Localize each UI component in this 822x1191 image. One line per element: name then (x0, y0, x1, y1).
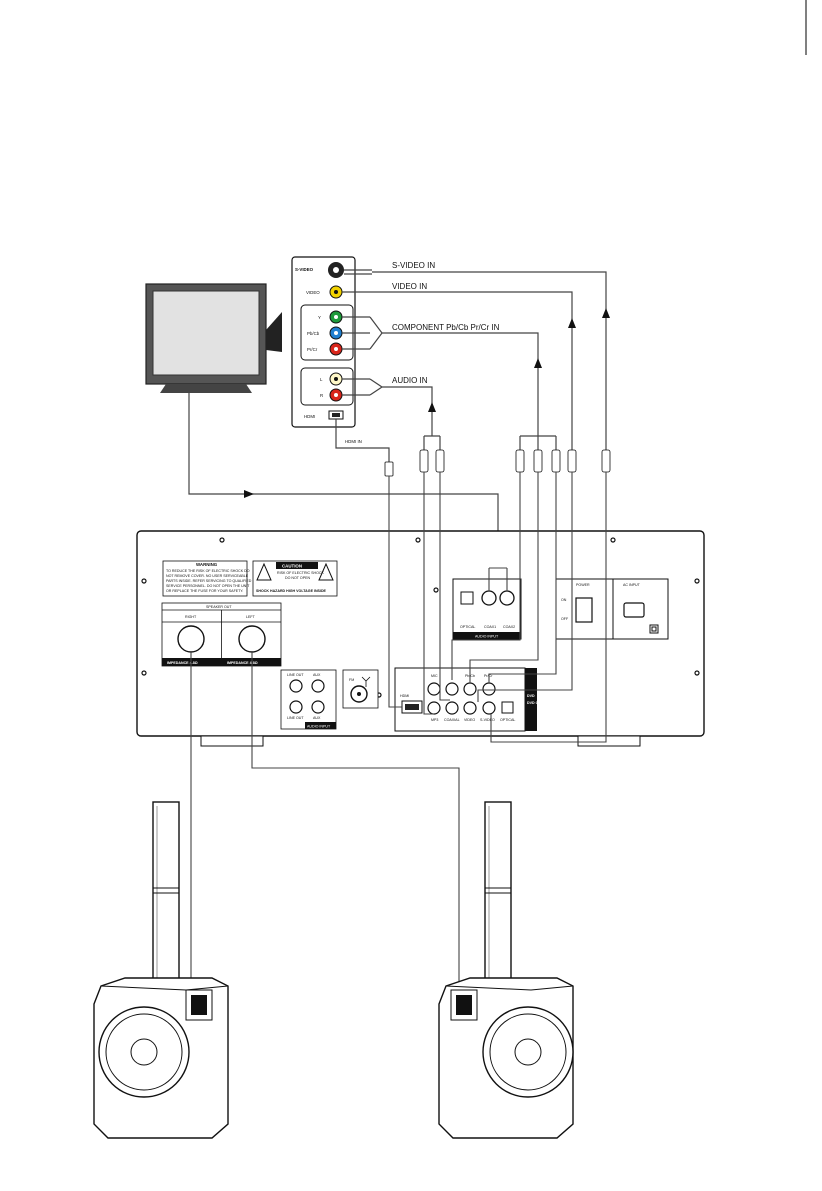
tv-r-label: R (320, 393, 323, 398)
warning-label (162, 560, 248, 597)
speaker-left-terminal (238, 625, 266, 653)
optical-dvd-port (501, 701, 514, 714)
antenna-icon (361, 676, 371, 687)
dvd-out-label: DVD OUT (527, 701, 544, 705)
tv-hdmi-label: HDMI (304, 414, 315, 419)
ac-socket (623, 602, 645, 618)
warning-line: OR REPLACE THE FUSE FOR YOUR SAFETY. (166, 589, 243, 593)
tv-y-label: Y (318, 315, 321, 320)
speaker-right-label: RIGHT (185, 615, 197, 619)
tv-pr-label: Pr/Cr (307, 347, 318, 352)
arrow-up-icon (602, 308, 610, 318)
speaker-left-unit (93, 801, 229, 1139)
optical-audio-port (460, 591, 474, 605)
hdmi-in-label: HDMI IN (345, 439, 362, 444)
tv-pb-label: Pb/Cb (307, 331, 320, 336)
coax2-label: COAX2 (503, 625, 515, 629)
tv-back-arrow-icon (266, 312, 282, 352)
warning-line: SERVICE PERSONNEL. DO NOT OPEN THE UNIT (166, 584, 250, 588)
coax1-label: COAX1 (484, 625, 496, 629)
coax1-jack (481, 590, 497, 606)
warning-title: WARNING (196, 562, 218, 567)
ac-input-label: AC INPUT (623, 583, 641, 587)
off-label: OFF (561, 617, 569, 621)
video-in-label: VIDEO IN (392, 282, 427, 291)
arrow-up-icon (534, 358, 542, 368)
speaker-right-terminal (177, 625, 205, 653)
component-in-label: COMPONENT Pb/Cb Pr/Cr IN (392, 323, 500, 332)
impedance-left: IMPEDANCE 4-8Ω (227, 661, 258, 665)
double-insulation-icon (649, 624, 659, 634)
signal-arrows (244, 308, 610, 498)
cable-plugs (384, 449, 611, 477)
svideo-port-label: S-VIDEO (480, 718, 495, 722)
mic-label: MIC (431, 674, 438, 678)
electric-hazard-icon (256, 562, 272, 581)
audio-in-label: AUDIO IN (392, 376, 428, 385)
receiver-cables (190, 472, 607, 985)
fm-label: FM (349, 678, 354, 682)
audio-input-left-label: AUDIO INPUT (307, 725, 331, 729)
exclamation-hazard-icon (318, 562, 334, 581)
coaxial-label: COAXIAL (444, 718, 460, 722)
hdmi-port-label: HDMI (400, 694, 409, 698)
arrow-up-icon (428, 402, 436, 412)
caution-title: CAUTION (282, 564, 302, 569)
line-out-aux-block (280, 669, 337, 730)
arrow-up-icon (568, 318, 576, 328)
line-out-top-label: LINE OUT (287, 673, 304, 677)
video-port-label: VIDEO (464, 718, 475, 722)
audio-input-right-label: AUDIO INPUT (475, 635, 499, 639)
caution-line: RISK OF ELECTRIC SHOCK (277, 571, 325, 575)
warning-line: NOT REMOVE COVER. NO USER SERVICEABLE (166, 574, 249, 578)
television (145, 283, 282, 393)
dvd-out-block (394, 667, 526, 732)
warning-line: PARTS INSIDE. REFER SERVICING TO QUALIFI… (166, 579, 252, 583)
on-label: ON (561, 598, 567, 602)
power-switch (575, 597, 593, 623)
line-out-bottom-label: LINE OUT (287, 716, 304, 720)
tv-video-label: VIDEO (306, 290, 320, 295)
mp3-label: MP3 (431, 718, 438, 722)
svideo-in-label: S-VIDEO IN (392, 261, 435, 270)
tv-l-label: L (320, 377, 323, 382)
speaker-left-label: LEFT (246, 615, 256, 619)
power-label: POWER (576, 583, 590, 587)
receiver-rear-panel: WARNING TO REDUCE THE RISK OF ELECTRIC S… (136, 530, 705, 747)
dvd-label: DVD (527, 694, 535, 698)
impedance-right: IMPEDANCE 4-8Ω (167, 661, 198, 665)
aux-top-label: AUX (313, 673, 321, 677)
tv-svideo-label: S-VIDEO (295, 267, 314, 272)
optical-audio-label: OPTICAL (460, 625, 475, 629)
aux-bottom-label: AUX (313, 716, 321, 720)
speaker-right-unit (438, 801, 574, 1139)
optical-dvd-label: OPTICAL (500, 718, 515, 722)
shock-hazard-text: SHOCK HAZARD HIGH VOLTAGE INSIDE (256, 589, 327, 593)
speaker-out-title: SPEAKER OUT (206, 605, 232, 609)
audio-input-block (452, 578, 522, 640)
caution-line: DO NOT OPEN (285, 576, 310, 580)
tv-jack-panel: S-VIDEO VIDEO Y Pb/Cb Pr/Cr L R HDMI (291, 256, 356, 428)
warning-line: TO REDUCE THE RISK OF ELECTRIC SHOCK DO (166, 569, 250, 573)
arrow-right-icon (244, 490, 254, 498)
coax2-jack (499, 590, 515, 606)
